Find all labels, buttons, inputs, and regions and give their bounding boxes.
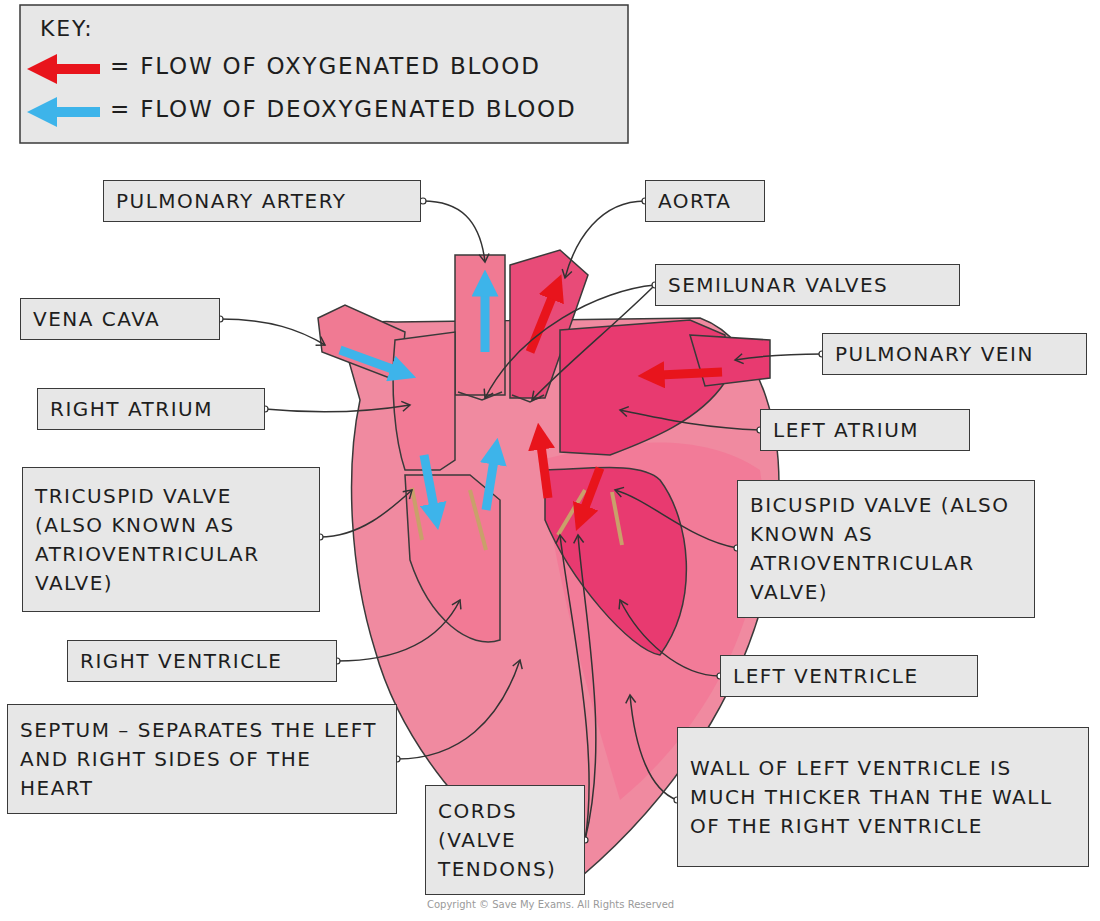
bicuspid-cusp xyxy=(612,492,622,545)
label-box: LEFT ATRIUM xyxy=(760,409,970,451)
legend-text: = FLOW OF DEOXYGENATED BLOOD xyxy=(110,96,577,122)
flow-arrow xyxy=(486,460,494,510)
label-box: TRICUSPID VALVE (ALSO KNOWN AS ATRIOVENT… xyxy=(22,467,320,612)
leader-line xyxy=(735,354,822,360)
leader-line xyxy=(620,600,720,676)
label-box: SEPTUM – SEPARATES THE LEFT AND RIGHT SI… xyxy=(7,704,397,814)
pulmonary-artery xyxy=(455,255,505,395)
pulmonary-vein xyxy=(690,335,770,386)
label-box: AORTA xyxy=(645,180,765,222)
flow-arrow xyxy=(424,455,434,508)
label-text: SEMILUNAR VALVES xyxy=(668,271,947,300)
flow-arrow xyxy=(340,350,395,370)
leader-line xyxy=(397,660,520,759)
label-box: LEFT VENTRICLE xyxy=(720,655,978,697)
label-text: SEPTUM – SEPARATES THE LEFT AND RIGHT SI… xyxy=(20,716,384,803)
flow-arrow xyxy=(530,295,553,352)
label-text: RIGHT VENTRICLE xyxy=(80,647,324,676)
leader-line xyxy=(220,319,325,345)
right-atrium xyxy=(393,332,455,470)
leader-line xyxy=(337,600,460,661)
key-box xyxy=(20,5,628,143)
label-text: BICUSPID VALVE (ALSO KNOWN AS ATRIOVENTR… xyxy=(750,491,1022,607)
leader-line xyxy=(485,285,655,398)
leader-line xyxy=(423,201,485,262)
label-text: LEFT VENTRICLE xyxy=(733,662,965,691)
label-text: LEFT ATRIUM xyxy=(773,416,957,445)
label-box: RIGHT ATRIUM xyxy=(37,388,265,430)
label-text: VENA CAVA xyxy=(33,305,207,334)
legend-text: = FLOW OF OXYGENATED BLOOD xyxy=(110,53,541,79)
label-box: BICUSPID VALVE (ALSO KNOWN AS ATRIOVENTR… xyxy=(737,480,1035,618)
flow-arrow xyxy=(481,292,490,352)
vena-cava xyxy=(318,305,405,382)
leader-line xyxy=(265,405,410,412)
label-text: TRICUSPID VALVE (ALSO KNOWN AS ATRIOVENT… xyxy=(35,482,307,598)
semilunar-valve xyxy=(458,392,502,400)
leader-line xyxy=(630,695,677,800)
watermark: Copyright © Save My Exams. All Rights Re… xyxy=(427,899,674,910)
label-text: WALL OF LEFT VENTRICLE IS MUCH THICKER T… xyxy=(690,754,1076,841)
label-box: RIGHT VENTRICLE xyxy=(67,640,337,682)
label-box: PULMONARY ARTERY xyxy=(103,180,421,222)
flow-arrow xyxy=(660,372,722,375)
leader-line xyxy=(532,285,655,400)
label-box: WALL OF LEFT VENTRICLE IS MUCH THICKER T… xyxy=(677,727,1089,867)
key-red-arrow xyxy=(52,64,100,74)
key-heading: KEY: xyxy=(40,16,93,41)
tricuspid-cusp xyxy=(412,488,422,540)
leader-line xyxy=(565,201,645,278)
label-box: VENA CAVA xyxy=(20,298,220,340)
label-text: CORDS (VALVE TENDONS) xyxy=(438,797,572,884)
leader-line xyxy=(620,410,760,430)
label-text: PULMONARY ARTERY xyxy=(116,187,408,216)
semilunar-valve xyxy=(512,395,544,402)
key-blue-arrow xyxy=(52,107,100,117)
leader-line xyxy=(320,490,412,537)
bicuspid-cusp xyxy=(558,490,585,535)
flow-arrow xyxy=(584,468,600,510)
label-text: PULMONARY VEIN xyxy=(835,340,1074,369)
label-box: CORDS (VALVE TENDONS) xyxy=(425,785,585,895)
label-box: PULMONARY VEIN xyxy=(822,333,1087,375)
flow-arrow xyxy=(541,445,548,498)
label-text: RIGHT ATRIUM xyxy=(50,395,252,424)
left-ventricle xyxy=(545,468,686,656)
label-text: AORTA xyxy=(658,187,752,216)
label-box: SEMILUNAR VALVES xyxy=(655,264,960,306)
leader-line xyxy=(615,490,737,548)
